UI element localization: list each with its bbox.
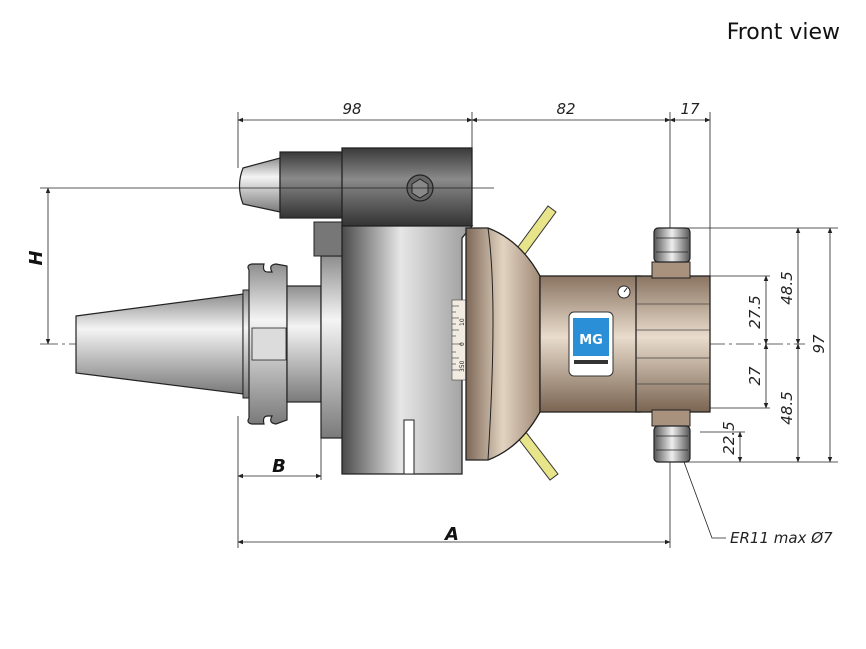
scale-label-0: 0 xyxy=(459,342,466,346)
svg-text:MG: MG xyxy=(579,333,603,348)
main-housing xyxy=(341,147,474,475)
scale-label-350: 350 xyxy=(459,360,466,372)
stop-block xyxy=(238,151,345,257)
dim-b: B xyxy=(272,456,286,477)
dim-82: 82 xyxy=(556,100,575,118)
dim-a: A xyxy=(443,524,459,545)
dim-27-5: 27.5 xyxy=(746,295,764,328)
dim-98: 98 xyxy=(342,100,361,118)
scale-label-10: 10 xyxy=(459,318,466,326)
dimension-lines xyxy=(40,112,838,548)
angle-head: MG xyxy=(465,227,641,461)
dim-h: H xyxy=(26,250,47,265)
spindle-housing xyxy=(635,261,711,427)
collet-bottom xyxy=(653,425,691,463)
dim-27: 27 xyxy=(746,366,764,386)
view-title: Front view xyxy=(726,20,840,45)
dim-97: 97 xyxy=(810,334,828,354)
collet-top xyxy=(653,227,691,263)
dim-22-5: 22.5 xyxy=(720,421,738,454)
taper-shank xyxy=(75,255,344,439)
dim-48-5-upper: 48.5 xyxy=(778,271,796,304)
angle-scale: 10 0 350 xyxy=(451,299,467,381)
collet-callout: ER11 max Ø7 xyxy=(730,529,833,547)
dim-48-5-lower: 48.5 xyxy=(778,391,796,424)
dim-17: 17 xyxy=(680,100,700,118)
